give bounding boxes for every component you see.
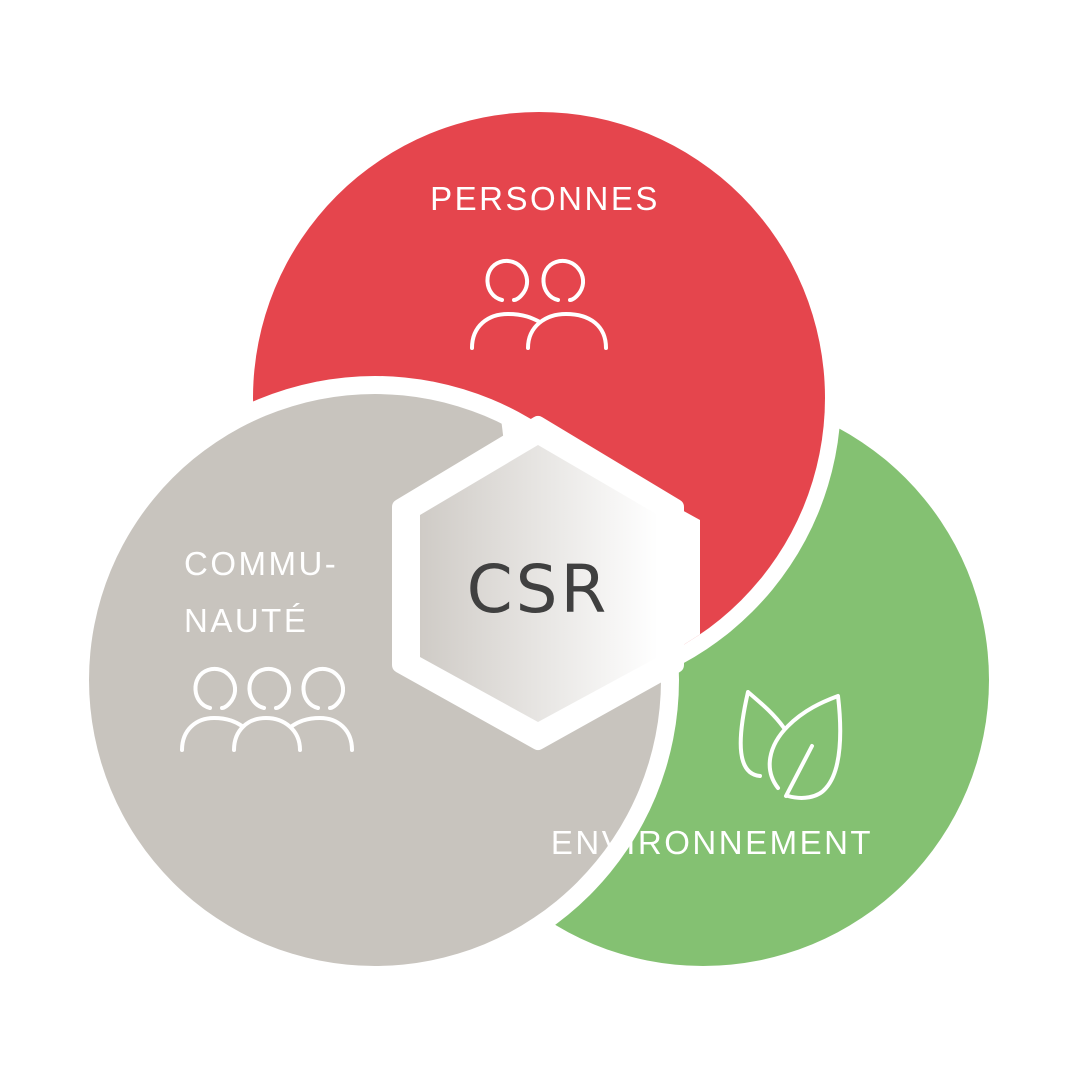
label-environnement: ENVIRONNEMENT xyxy=(551,824,873,861)
leaves-icon xyxy=(738,690,843,800)
center-label: CSR xyxy=(467,551,610,628)
hexagon-center xyxy=(420,445,658,722)
two-people-icon xyxy=(470,258,608,350)
label-communaute-line2: NAUTÉ xyxy=(184,602,308,639)
label-communaute-line1: COMMU- xyxy=(184,545,338,582)
three-people-icon xyxy=(180,666,354,752)
label-personnes: PERSONNES xyxy=(430,180,660,217)
